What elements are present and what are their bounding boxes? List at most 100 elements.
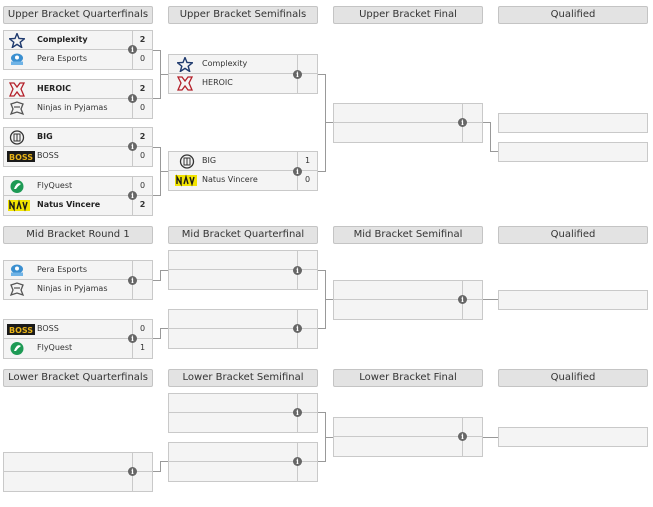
connector-line [153, 280, 161, 281]
team-score: 0 [132, 147, 152, 166]
match-slot-empty[interactable] [333, 300, 483, 320]
connector-line [483, 299, 498, 300]
complexity-star-logo [9, 33, 25, 48]
match-info-icon[interactable]: i [128, 334, 137, 343]
match-slot[interactable]: HEROIC 2 [3, 79, 153, 99]
heroic-logo [9, 82, 25, 97]
match-info-icon[interactable]: i [128, 94, 137, 103]
match-slot-empty[interactable] [168, 270, 318, 290]
team-name: Ninjas in Pyjamas [37, 284, 108, 293]
match-info-icon[interactable]: i [293, 457, 302, 466]
big-logo [179, 154, 195, 169]
team-score [297, 462, 317, 481]
match-slot[interactable]: Pera Esports [3, 260, 153, 280]
svg-text:BOSS: BOSS [9, 326, 33, 335]
connector-line [160, 74, 168, 75]
boss-logo: BOSS [7, 151, 35, 162]
header-lower-qualified: Qualified [498, 369, 648, 387]
team-score [297, 310, 317, 329]
match-slot[interactable]: Complexity 2 [3, 30, 153, 50]
team-name: Natus Vincere [37, 200, 101, 209]
team-score [462, 418, 482, 437]
match-slot[interactable]: FlyQuest 0 [3, 176, 153, 196]
match-slot-empty[interactable] [333, 103, 483, 123]
match-slot[interactable]: Complexity [168, 54, 318, 74]
match-info-icon[interactable]: i [293, 324, 302, 333]
match-info-icon[interactable]: i [293, 167, 302, 176]
connector-line [153, 50, 161, 51]
team-name: HEROIC [202, 78, 233, 87]
match-slot-empty[interactable] [168, 393, 318, 413]
match-info-icon[interactable]: i [293, 408, 302, 417]
team-name: Ninjas in Pyjamas [37, 103, 108, 112]
connector-line [160, 461, 168, 462]
match-slot-empty[interactable] [168, 413, 318, 433]
match-slot-empty[interactable] [168, 462, 318, 482]
match-info-icon[interactable]: i [128, 45, 137, 54]
match-slot-empty[interactable] [333, 123, 483, 143]
match-slot-empty[interactable] [333, 437, 483, 457]
qualified-slot[interactable] [498, 113, 648, 133]
match-info-icon[interactable]: i [128, 191, 137, 200]
complexity-star-logo [177, 57, 193, 72]
match-slot-empty[interactable] [168, 329, 318, 349]
match-slot-empty[interactable] [333, 280, 483, 300]
connector-line [153, 338, 161, 339]
match-info-icon[interactable]: i [293, 70, 302, 79]
match-slot[interactable]: BOSS BOSS 0 [3, 147, 153, 167]
match-slot-empty[interactable] [168, 442, 318, 462]
team-name: Pera Esports [37, 54, 87, 63]
match-info-icon[interactable]: i [458, 118, 467, 127]
match-slot[interactable]: BOSS BOSS 0 [3, 319, 153, 339]
flyquest-logo [10, 180, 24, 193]
team-score [297, 55, 317, 74]
team-name: Complexity [37, 35, 88, 44]
team-score: 2 [132, 80, 152, 99]
match-info-icon[interactable]: i [458, 432, 467, 441]
match-slot-empty[interactable] [3, 472, 153, 492]
header-upper-bracket-quarterfinals: Upper Bracket Quarterfinals [3, 6, 153, 24]
connector-line [483, 437, 498, 438]
match-slot-empty[interactable] [168, 309, 318, 329]
connector-line [325, 299, 333, 300]
team-name: FlyQuest [37, 343, 73, 352]
header-upper-qualified: Qualified [498, 6, 648, 24]
connector-line [160, 171, 168, 172]
team-score: 2 [132, 128, 152, 147]
match-slot-empty[interactable] [333, 417, 483, 437]
match-info-icon[interactable]: i [128, 142, 137, 151]
match-slot[interactable]: Natus Vincere 2 [3, 196, 153, 216]
match-slot-empty[interactable] [3, 452, 153, 472]
qualified-slot[interactable] [498, 290, 648, 310]
header-mid-qualified: Qualified [498, 226, 648, 244]
team-score: 0 [132, 177, 152, 196]
match-slot[interactable]: Ninjas in Pyjamas [3, 280, 153, 300]
qualified-slot[interactable] [498, 142, 648, 162]
header-mid-bracket-round-1: Mid Bracket Round 1 [3, 226, 153, 244]
qualified-slot[interactable] [498, 427, 648, 447]
header-lower-bracket-quarterfinals: Lower Bracket Quarterfinals [3, 369, 153, 387]
connector-line [325, 122, 333, 123]
match-slot[interactable]: Natus Vincere 0 [168, 171, 318, 191]
match-slot[interactable]: Pera Esports 0 [3, 50, 153, 70]
match-info-icon[interactable]: i [293, 266, 302, 275]
big-logo [9, 130, 25, 145]
team-score: 1 [132, 339, 152, 358]
match-slot[interactable]: Ninjas in Pyjamas 0 [3, 99, 153, 119]
match-info-icon[interactable]: i [458, 295, 467, 304]
match-slot[interactable]: HEROIC [168, 74, 318, 94]
match-slot[interactable]: FlyQuest 1 [3, 339, 153, 359]
match-info-icon[interactable]: i [128, 276, 137, 285]
match-slot[interactable]: BIG 1 [168, 151, 318, 171]
match-info-icon[interactable]: i [128, 467, 137, 476]
connector-line [318, 74, 326, 75]
match-slot[interactable]: BIG 2 [3, 127, 153, 147]
connector-line [318, 270, 326, 271]
team-score [132, 261, 152, 280]
match-slot-empty[interactable] [168, 250, 318, 270]
team-score: 2 [132, 196, 152, 215]
svg-text:BOSS: BOSS [9, 153, 33, 162]
connector-line [153, 195, 161, 196]
team-name: FlyQuest [37, 181, 73, 190]
team-name: BIG [202, 156, 217, 165]
